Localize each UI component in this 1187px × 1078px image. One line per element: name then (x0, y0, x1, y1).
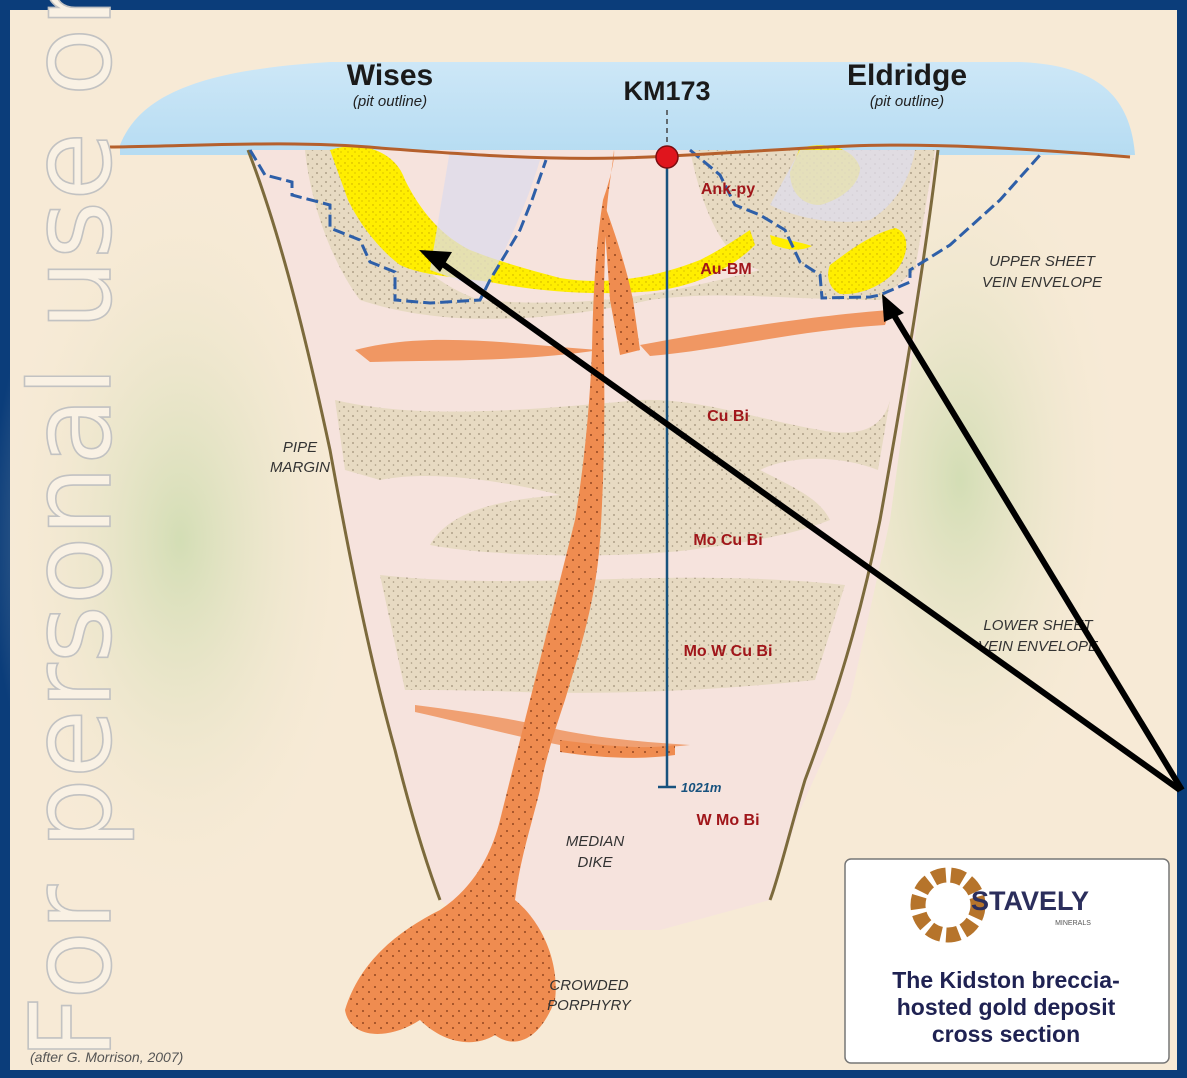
median-dike-label-1: MEDIAN (566, 833, 625, 850)
median-dike-label-2: DIKE (577, 854, 613, 871)
zone-au-bm: Au-BM (700, 261, 752, 278)
eldridge-title: Eldridge (847, 59, 967, 92)
crowded-porphyry-label-2: PORPHYRY (547, 997, 632, 1014)
logo-brand-sub: MINERALS (1055, 920, 1091, 927)
upper-sheet-label-1: UPPER SHEET (989, 253, 1097, 270)
lower-sheet-label-2: VEIN ENVELOPE (978, 638, 1099, 655)
stavely-logo-box: STAVELY MINERALS The Kidston breccia- ho… (845, 859, 1169, 1063)
zone-w-mo-bi: W Mo Bi (696, 812, 759, 829)
drillhole-name: KM173 (623, 76, 710, 106)
drillhole-collar (656, 146, 678, 168)
zone-ank-py: Ank-py (701, 181, 755, 198)
logo-caption-2: hosted gold deposit (897, 994, 1116, 1020)
upper-sheet-label-2: VEIN ENVELOPE (982, 274, 1103, 291)
wises-title: Wises (347, 59, 433, 92)
eldridge-subtitle: (pit outline) (870, 93, 944, 110)
pipe-margin-label-1: PIPE (283, 439, 318, 456)
watermark-text: For personal use only (7, 0, 137, 1060)
credit-text: (after G. Morrison, 2007) (30, 1049, 183, 1065)
wises-subtitle: (pit outline) (353, 93, 427, 110)
logo-caption-3: cross section (932, 1021, 1080, 1047)
pipe-margin-label-2: MARGIN (270, 459, 330, 476)
crowded-porphyry-label-1: CROWDED (549, 977, 628, 994)
logo-caption-1: The Kidston breccia- (892, 967, 1119, 993)
zone-mo-w-cu-bi: Mo W Cu Bi (684, 643, 773, 660)
lower-breccia-band (380, 575, 845, 693)
drillhole-depth: 1021m (681, 780, 722, 795)
zone-mo-cu-bi: Mo Cu Bi (693, 532, 762, 549)
logo-brand: STAVELY (971, 886, 1089, 916)
zone-cu-bi: Cu Bi (707, 408, 749, 425)
